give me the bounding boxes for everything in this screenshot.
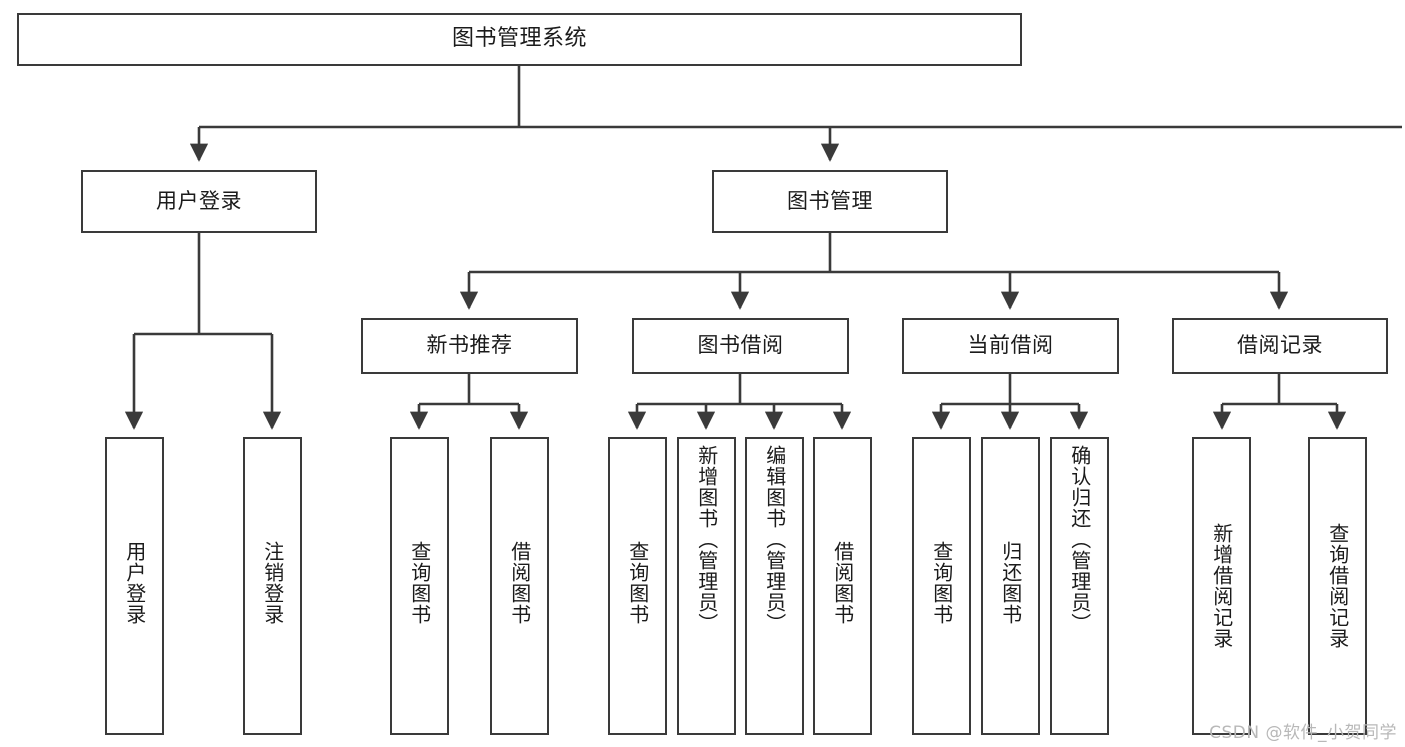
node-current-borrow-label: 当前借阅 bbox=[967, 333, 1054, 358]
watermark: CSDN @软件_小贺同学 bbox=[1209, 723, 1397, 743]
node-leaf-confirm-return-label: 确认归还（管理员） bbox=[1067, 445, 1092, 634]
node-leaf-query-book-1-label: 查询图书 bbox=[407, 541, 432, 625]
node-user-login-label: 用户登录 bbox=[156, 188, 242, 213]
node-book-manage-label: 图书管理 bbox=[787, 188, 873, 213]
node-current-borrow[interactable]: 当前借阅 bbox=[902, 318, 1119, 374]
node-leaf-user-login[interactable]: 用户登录 bbox=[105, 437, 164, 735]
node-leaf-edit-book-label: 编辑图书（管理员） bbox=[762, 445, 787, 634]
node-leaf-borrow-book-2-label: 借阅图书 bbox=[830, 541, 855, 625]
node-book-borrow-label: 图书借阅 bbox=[697, 333, 784, 358]
node-root-label: 图书管理系统 bbox=[451, 26, 587, 52]
node-leaf-add-book[interactable]: 新增图书（管理员） bbox=[677, 437, 736, 735]
node-leaf-add-record[interactable]: 新增借阅记录 bbox=[1192, 437, 1251, 735]
node-leaf-query-book-1[interactable]: 查询图书 bbox=[390, 437, 449, 735]
node-leaf-add-book-label: 新增图书（管理员） bbox=[694, 445, 719, 634]
node-borrow-record[interactable]: 借阅记录 bbox=[1172, 318, 1388, 374]
node-leaf-return-book[interactable]: 归还图书 bbox=[981, 437, 1040, 735]
node-leaf-return-book-label: 归还图书 bbox=[998, 541, 1023, 625]
node-leaf-query-book-2[interactable]: 查询图书 bbox=[608, 437, 667, 735]
node-leaf-borrow-book-2[interactable]: 借阅图书 bbox=[813, 437, 872, 735]
node-leaf-add-record-label: 新增借阅记录 bbox=[1209, 523, 1234, 649]
node-borrow-record-label: 借阅记录 bbox=[1237, 333, 1323, 358]
node-leaf-logout-label: 注销登录 bbox=[260, 541, 285, 625]
node-root[interactable]: 图书管理系统 bbox=[17, 13, 1022, 66]
node-leaf-user-login-label: 用户登录 bbox=[122, 541, 147, 625]
node-new-book-recommend-label: 新书推荐 bbox=[426, 333, 513, 358]
node-leaf-query-book-2-label: 查询图书 bbox=[625, 541, 650, 625]
node-leaf-borrow-book-1[interactable]: 借阅图书 bbox=[490, 437, 549, 735]
node-leaf-query-record[interactable]: 查询借阅记录 bbox=[1308, 437, 1367, 735]
node-book-manage[interactable]: 图书管理 bbox=[712, 170, 948, 233]
node-leaf-edit-book[interactable]: 编辑图书（管理员） bbox=[745, 437, 804, 735]
node-user-login[interactable]: 用户登录 bbox=[81, 170, 317, 233]
node-leaf-logout[interactable]: 注销登录 bbox=[243, 437, 302, 735]
node-leaf-query-book-3[interactable]: 查询图书 bbox=[912, 437, 971, 735]
node-new-book-recommend[interactable]: 新书推荐 bbox=[361, 318, 578, 374]
node-leaf-query-record-label: 查询借阅记录 bbox=[1325, 523, 1350, 649]
node-leaf-borrow-book-1-label: 借阅图书 bbox=[507, 541, 532, 625]
node-book-borrow[interactable]: 图书借阅 bbox=[632, 318, 849, 374]
node-leaf-confirm-return[interactable]: 确认归还（管理员） bbox=[1050, 437, 1109, 735]
node-leaf-query-book-3-label: 查询图书 bbox=[929, 541, 954, 625]
